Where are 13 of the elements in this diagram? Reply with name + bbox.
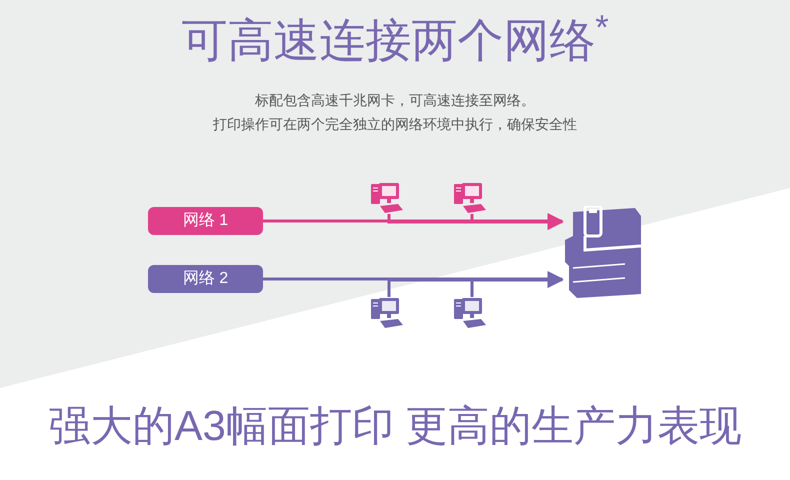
computer-icon — [453, 182, 487, 214]
computer-icon — [370, 297, 404, 329]
description-text: 打印操作可在两个完全独立的网络环境中执行，确保安全性 — [213, 115, 577, 134]
computer-icon — [453, 297, 487, 329]
title: 可高速连接两个网络$^{*}$ — [181, 10, 609, 68]
printer-icon — [565, 206, 643, 300]
network-label: 网络 2 — [148, 265, 263, 293]
network-label: 网络 1 — [148, 207, 263, 235]
description-text: 标配包含高速千兆网卡，可高速连接至网络。 — [255, 91, 535, 110]
arrow — [470, 272, 564, 297]
slogan-text: 强大的A3幅面打印 更高的生产力表现 — [48, 401, 742, 451]
arrow — [470, 214, 564, 230]
computer-icon — [370, 182, 404, 214]
